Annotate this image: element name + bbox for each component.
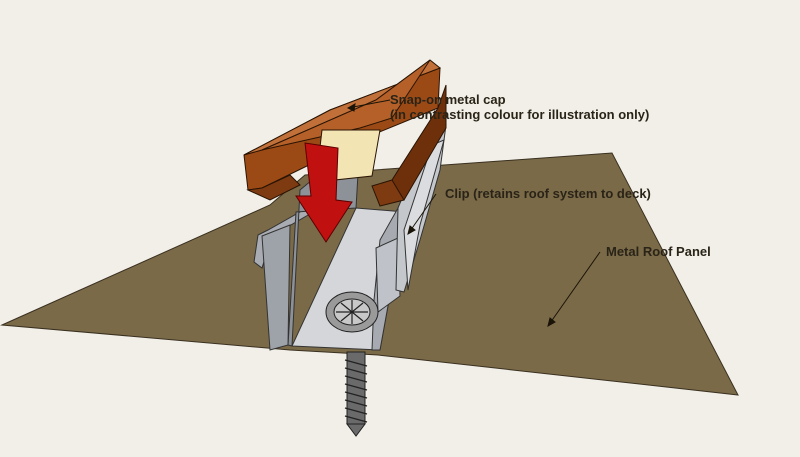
leader-lines xyxy=(346,99,601,328)
screw-shank xyxy=(344,351,368,437)
clip-label: Clip (retains roof system to deck) xyxy=(445,186,651,201)
snap-on-cap xyxy=(243,59,447,207)
panel-label: Metal Roof Panel xyxy=(606,244,711,259)
cap-label-line2: (in contrasting colour for illustration … xyxy=(390,107,650,122)
screw-head xyxy=(325,291,379,333)
downward-arrow-icon xyxy=(295,142,353,243)
cap-label-line1: Snap-on metal cap xyxy=(390,92,506,107)
